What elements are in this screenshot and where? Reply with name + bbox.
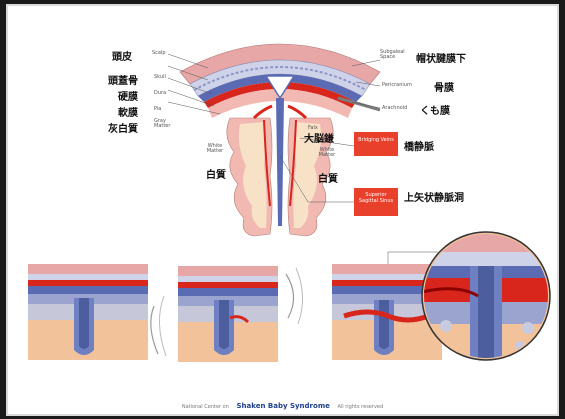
- footer-brand: Shaken Baby Syndrome: [237, 402, 330, 410]
- label-pericranium-en: Pericranium: [382, 83, 412, 88]
- footer-right-text: All rights reserved: [337, 404, 383, 410]
- label-gray-matter-jp: 灰白質: [108, 120, 138, 135]
- label-skull-jp: 頭蓋骨: [108, 72, 138, 87]
- label-arachnoid-jp: くも膜: [420, 102, 450, 117]
- label-scalp-jp: 頭皮: [112, 48, 132, 63]
- label-falx-jp: 大脳鎌: [304, 130, 334, 145]
- label-bridging-veins-jp: 橋静脈: [404, 138, 434, 153]
- anatomy-illustration: [8, 6, 561, 418]
- label-dura-en: Dura: [154, 91, 166, 96]
- label-arachnoid-en: Arachnoid: [382, 106, 407, 111]
- label-pia-en: Pia: [154, 107, 161, 112]
- label-gray-matter-en: Gray Matter: [154, 119, 176, 130]
- skull-cross-section: [180, 44, 380, 236]
- label-skull-en: Skull: [154, 75, 166, 80]
- label-subgaleal-en: Subgaleal Space: [380, 50, 412, 61]
- bridging-veins-box: Bridging Veins: [354, 132, 398, 156]
- label-white-matter-left-jp: 白質: [206, 166, 226, 181]
- label-subgaleal-jp: 帽状腱膜下: [416, 50, 466, 65]
- label-superior-sagittal-sinus-jp: 上矢状静脈洞: [404, 189, 464, 204]
- label-white-matter-left-en: White Matter: [204, 144, 226, 155]
- poster-footer: National Center on Shaken Baby Syndrome …: [8, 402, 557, 410]
- stage-2-diagram: [151, 266, 303, 362]
- label-white-matter-right-en: White Matter: [316, 148, 338, 159]
- label-pericranium-jp: 骨膜: [434, 79, 454, 94]
- label-scalp-en: Scalp: [152, 51, 166, 56]
- footer-left-text: National Center on: [182, 404, 229, 410]
- label-dura-jp: 硬膜: [118, 88, 138, 103]
- stage-1-diagram: [28, 264, 148, 360]
- superior-sagittal-sinus-box: Superior Sagittal Sinus: [354, 188, 398, 216]
- label-white-matter-right-jp: 白質: [318, 170, 338, 185]
- label-pia-jp: 軟膜: [118, 104, 138, 119]
- shaken-baby-diagram-poster: 頭皮 Scalp 頭蓋骨 Skull 硬膜 Dura 軟膜 Pia 灰白質 Gr…: [6, 4, 559, 416]
